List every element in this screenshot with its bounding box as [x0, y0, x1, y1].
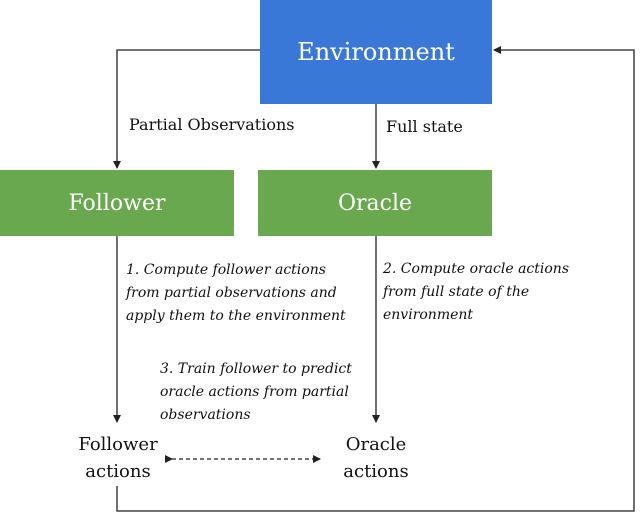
arrow-env-to-follower: [113, 49, 260, 169]
step3-note: 3. Train follower to predict oracle acti…: [160, 361, 352, 423]
environment-box: Environment: [260, 0, 492, 104]
partial-observations-label: Partial Observations: [129, 115, 295, 134]
oracle-box: Oracle: [258, 170, 492, 236]
environment-label: Environment: [297, 38, 455, 66]
oracle-actions-label: Oracle actions: [343, 434, 409, 482]
arrow-actions-to-env: [116, 46, 635, 512]
full-state-label: Full state: [386, 117, 463, 136]
oracle-label: Oracle: [337, 190, 413, 216]
follower-actions-label: Follower actions: [78, 434, 158, 482]
follower-label: Follower: [68, 190, 166, 216]
step1-note: 1. Compute follower actions from partial…: [126, 262, 346, 324]
step2-note: 2. Compute oracle actions from full stat…: [383, 261, 570, 323]
follower-box: Follower: [0, 170, 234, 236]
